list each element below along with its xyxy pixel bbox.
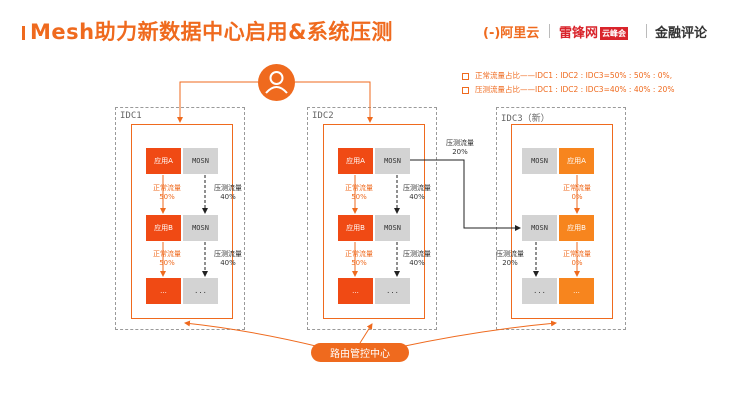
flow-value: 50%	[351, 258, 367, 267]
title-accent-bar	[22, 26, 25, 40]
idc1-app-more: ...	[146, 278, 181, 304]
flow-value: 40%	[409, 192, 425, 201]
idc2-inner-box	[323, 124, 425, 319]
flow-value: 50%	[351, 192, 367, 201]
idc3-box	[496, 107, 626, 330]
user-icon	[258, 64, 295, 101]
flow-value: 40%	[409, 258, 425, 267]
flow-name: 正常流量	[345, 184, 373, 192]
idc3-mosn-more: ...	[522, 278, 557, 304]
user-to-idc1-arrow	[177, 81, 258, 123]
leifeng-logo: 雷锋网云峰会	[559, 22, 629, 41]
flow-name: 压测流量	[496, 250, 524, 258]
idc3-app-a: 应用A	[559, 148, 594, 174]
flow-name: 压测流量	[403, 250, 431, 258]
idc2-label: IDC2	[312, 111, 334, 121]
logo-separator	[646, 24, 647, 38]
idc1-label: IDC1	[120, 111, 142, 121]
idc2-app-more: ...	[338, 278, 373, 304]
legend-square-icon	[462, 72, 469, 80]
flow-name: 正常流量	[345, 250, 373, 258]
user-silhouette-icon	[265, 71, 288, 94]
idc1-app-a: 应用A	[146, 148, 181, 174]
user-to-idc2-arrow	[295, 81, 373, 123]
jinrong-logo: 金融评论	[655, 26, 708, 41]
flow-name: 正常流量	[153, 250, 181, 258]
legend-normal-text: 正常流量占比——IDC1 : IDC2 : IDC3=50% : 50% : 0…	[475, 71, 673, 80]
route-to-idc2-line	[359, 323, 373, 344]
idc1-inner-box	[131, 124, 233, 319]
flow-name: 压测流量	[446, 139, 474, 147]
flow-value: 20%	[452, 147, 468, 156]
legend-stress: 压测流量占比——IDC1 : IDC2 : IDC3=40% : 40% : 2…	[462, 84, 674, 95]
flow-name: 压测流量	[214, 184, 242, 192]
logo-separator	[549, 24, 550, 38]
flow-name: 压测流量	[214, 250, 242, 258]
idc3-app-b: 应用B	[559, 215, 594, 241]
idc2-mosn-more: ...	[375, 278, 410, 304]
idc2-app-a: 应用A	[338, 148, 373, 174]
legend-square-icon	[462, 86, 469, 94]
idc2-mosn-1: MOSN	[375, 148, 410, 174]
legend-normal: 正常流量占比——IDC1 : IDC2 : IDC3=50% : 50% : 0…	[462, 70, 672, 81]
leifeng-logo-text: 雷锋网	[559, 26, 599, 41]
cross-idc-stress-arrow	[410, 159, 521, 231]
route-to-idc3-line	[399, 320, 557, 348]
aliyun-logo: (-)阿里云	[483, 26, 540, 41]
slide-title: Mesh助力新数据中心启用&系统压测	[30, 20, 393, 44]
leifeng-logo-badge: 云峰会	[600, 27, 629, 40]
flow-name: 正常流量	[153, 184, 181, 192]
idc3-inner-box	[511, 124, 613, 319]
idc3-label: IDC3（新）	[501, 114, 550, 124]
route-control-center: 路由管控中心	[311, 343, 409, 362]
idc1-mosn-2: MOSN	[183, 215, 218, 241]
legend-stress-text: 压测流量占比——IDC1 : IDC2 : IDC3=40% : 40% : 2…	[475, 85, 675, 94]
flow-value: 40%	[220, 192, 236, 201]
idc1-mosn-1: MOSN	[183, 148, 218, 174]
route-to-idc1-line	[184, 320, 321, 348]
idc3-app-more: ...	[559, 278, 594, 304]
flow-value: 50%	[159, 192, 175, 201]
idc2-mosn-2: MOSN	[375, 215, 410, 241]
flow-value: 20%	[502, 258, 518, 267]
idc2-app-b: 应用B	[338, 215, 373, 241]
idc3-mosn-1: MOSN	[522, 148, 557, 174]
idc1-mosn-more: ...	[183, 278, 218, 304]
idc3-mosn-2: MOSN	[522, 215, 557, 241]
flow-name: 压测流量	[403, 184, 431, 192]
idc1-app-b: 应用B	[146, 215, 181, 241]
flow-value: 50%	[159, 258, 175, 267]
flow-value: 40%	[220, 258, 236, 267]
